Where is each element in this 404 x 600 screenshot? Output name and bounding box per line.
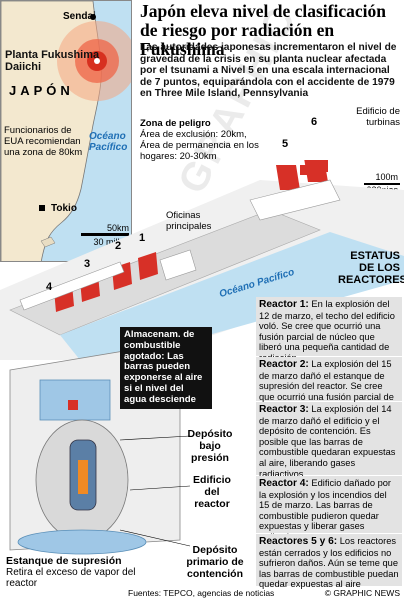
reactor-4-label: Reactor 4: <box>259 478 309 489</box>
map-scale-miles: 30 millas <box>93 237 129 247</box>
map-label-plant: Planta Fukushima Daiichi <box>5 49 100 73</box>
locator-map: Sendai Planta Fukushima Daiichi JAPÓN Fu… <box>0 0 132 262</box>
footer: Fuentes: TEPCO, agencias de noticias © G… <box>128 588 400 598</box>
plant-scale-bar <box>364 183 400 185</box>
reactor-number-5: 5 <box>282 138 289 150</box>
reactor-1-status: Reactor 1: En la explosión del 12 de mar… <box>256 297 402 363</box>
suppression-pool-text: Retira el exceso de vapor del reactor <box>6 567 136 589</box>
suppression-pool-caption: Estanque de supresión Retira el exceso d… <box>6 555 166 590</box>
exclusion-zone-text: Área de exclusión: 20km, <box>140 129 247 140</box>
plant-scale-m: 100m <box>375 172 398 182</box>
reactor-1-label: Reactor 1: <box>259 299 309 310</box>
reactor-2-label: Reactor 2: <box>259 359 309 370</box>
offices-label: Oficinas principales <box>166 210 212 232</box>
reactor-5-block <box>300 165 310 175</box>
danger-zone-title: Zona de peligro <box>140 118 211 129</box>
reactor-3-status: Reactor 3: La explosión del 14 de marzo … <box>256 402 402 479</box>
spent-fuel-callout: Almacenam. de combustible agotado: Las b… <box>120 327 212 409</box>
primary-containment-label: Depósito primario de contención <box>186 544 244 580</box>
turbine-halls <box>19 261 125 311</box>
reactor-number-1: 1 <box>139 232 146 244</box>
reactor-4-status: Reactor 4: Edificio dañado por la explos… <box>256 476 402 542</box>
turbine-building-label: Edificio de turbinas <box>356 106 400 128</box>
turbine-building <box>249 179 341 221</box>
stay-home-zone-text: Área de permanencia en los hogares: 20-3… <box>140 140 259 162</box>
reactor-6-building <box>304 160 328 182</box>
reactor-5-6-label: Reactores 5 y 6: <box>259 536 338 547</box>
page-title: Japón eleva nivel de clasificación de ri… <box>140 1 386 59</box>
spent-fuel-rods <box>68 400 78 410</box>
intro-text: Las autoridades japonesas incrementaron … <box>140 42 397 100</box>
footer-credit: © GRAPHIC NEWS <box>324 588 400 598</box>
map-label-tokyo: Tokio <box>51 203 77 214</box>
reactor-number-2: 2 <box>115 240 122 252</box>
map-label-japan: JAPÓN <box>9 83 74 98</box>
reactor-2-status: Reactor 2: La explosión del 15 de marzo … <box>256 357 402 412</box>
reactor-5-6-text: Los reactores están cerrados y los edifi… <box>259 536 399 590</box>
danger-zone-legend: Zona de peligro Área de exclusión: 20km,… <box>140 118 280 162</box>
map-scale-km: 50km <box>106 223 129 233</box>
map-label-sendai: Sendai <box>63 11 96 22</box>
offices-building <box>159 249 197 281</box>
suppression-pool <box>17 529 147 555</box>
reactor-building-label: Edificio del reactor <box>193 474 231 510</box>
reactor-1-building <box>138 252 158 280</box>
reactor-3-label: Reactor 3: <box>259 404 309 415</box>
reactor-status-title: ESTATUS DE LOS REACTORES <box>338 250 404 286</box>
reactor-5-6-status: Reactores 5 y 6: Los reactores están cer… <box>256 534 402 590</box>
map-graphic <box>1 1 131 261</box>
reactor-number-4: 4 <box>46 281 53 293</box>
pressure-vessel-label: Depósito bajo presión <box>187 428 233 464</box>
map-label-ocean: Océano Pacífico <box>89 131 128 153</box>
map-label-us-officials: Funcionarios de EUA recomiendan una zona… <box>4 125 83 158</box>
reactor-5-building <box>276 165 300 190</box>
map-scale-bar <box>81 233 129 236</box>
map-scale: 50km 30 millas <box>87 223 129 247</box>
reactor-core <box>78 460 88 494</box>
reactor-3-text: La explosión del 14 de marzo dañó el edi… <box>259 404 396 479</box>
footer-sources: Fuentes: TEPCO, agencias de noticias <box>128 588 275 598</box>
reactor-number-6: 6 <box>311 116 318 128</box>
suppression-pool-title: Estanque de supresión <box>6 555 122 567</box>
reactor-number-3: 3 <box>84 258 91 270</box>
